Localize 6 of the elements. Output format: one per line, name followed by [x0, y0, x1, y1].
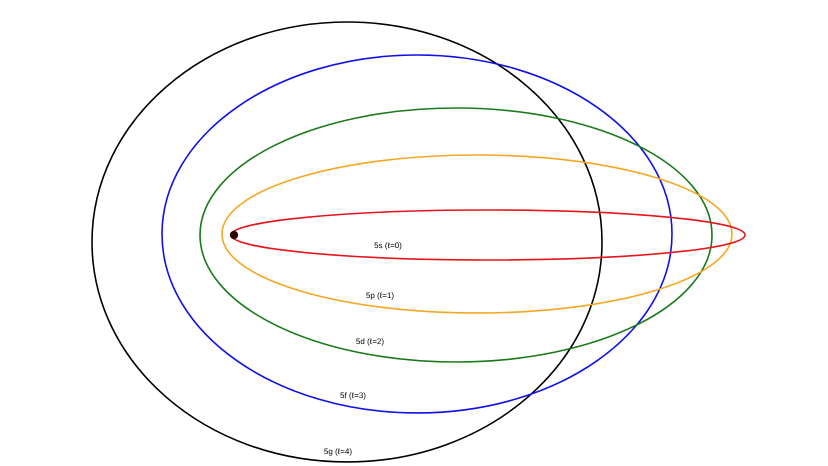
orbit-label: 5g (ℓ=4): [324, 448, 352, 456]
nucleus-dot: [230, 230, 238, 240]
orbit-label: 5p (ℓ=1): [366, 292, 394, 300]
orbit-label: 5f (ℓ=3): [340, 392, 366, 400]
orbit-label: 5s (ℓ=0): [374, 242, 402, 250]
orbit-label: 5d (ℓ=2): [356, 338, 384, 346]
